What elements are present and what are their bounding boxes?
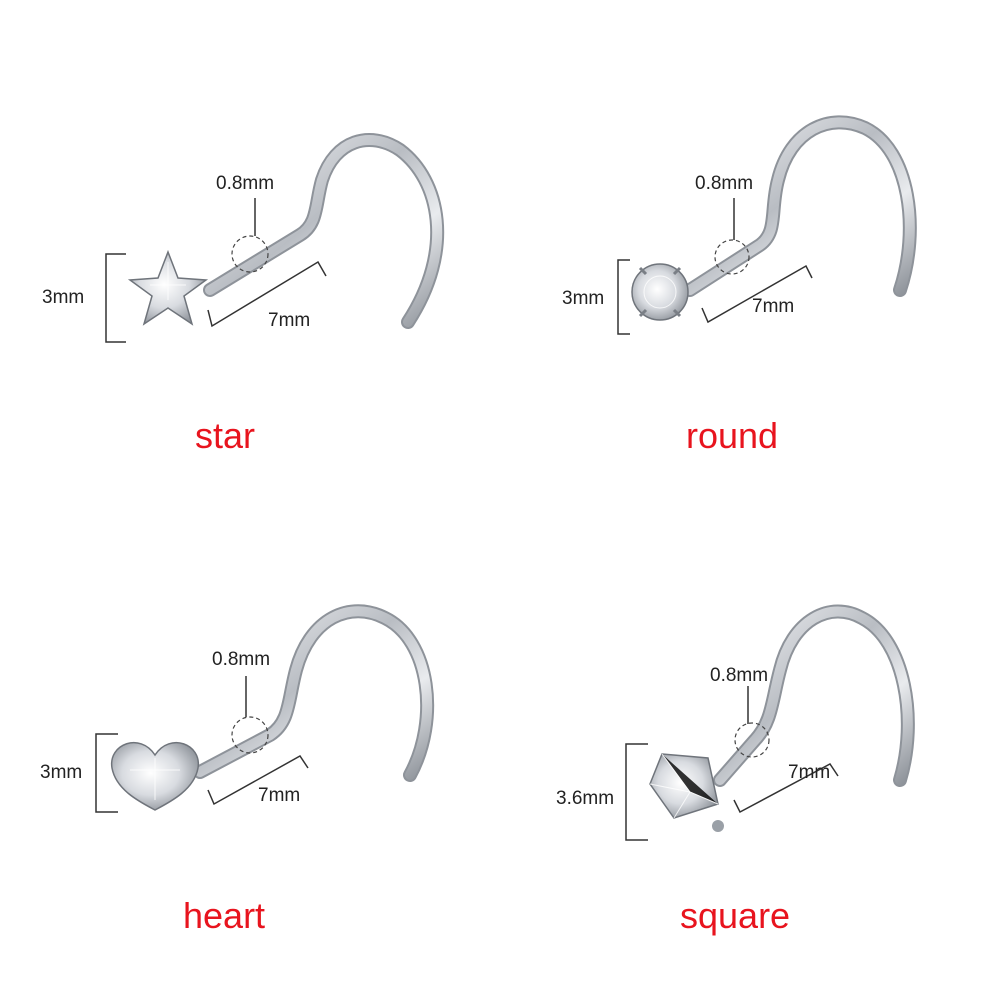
gauge-label: 0.8mm bbox=[216, 173, 275, 194]
height-label: 3mm bbox=[42, 287, 85, 308]
shape-label: round bbox=[686, 415, 779, 456]
length-label: 7mm bbox=[268, 310, 311, 331]
length-label: 7mm bbox=[788, 762, 831, 783]
gauge-label: 0.8mm bbox=[710, 665, 769, 686]
height-label: 3mm bbox=[562, 288, 605, 309]
shape-label: star bbox=[195, 415, 256, 456]
shape-label: heart bbox=[183, 895, 266, 936]
gauge-label: 0.8mm bbox=[695, 173, 754, 194]
panel-round: 0.8mm 3mm 7mm round bbox=[500, 0, 1000, 500]
panel-star: 0.8mm 3mm 7mm star bbox=[0, 0, 500, 500]
round-stud-illustration bbox=[617, 115, 917, 335]
height-label: 3mm bbox=[40, 762, 83, 783]
length-label: 7mm bbox=[258, 785, 301, 806]
panel-heart: 0.8mm 3mm 7mm heart bbox=[0, 500, 500, 1000]
heart-stud-illustration bbox=[95, 604, 435, 813]
gauge-label: 0.8mm bbox=[212, 649, 271, 670]
square-stud-illustration bbox=[625, 604, 915, 841]
star-stud-illustration bbox=[105, 133, 445, 343]
length-label: 7mm bbox=[752, 296, 795, 317]
height-label: 3.6mm bbox=[556, 788, 615, 809]
shape-label: square bbox=[680, 895, 791, 936]
panel-square: 0.8mm 3.6mm 7mm square bbox=[500, 500, 1000, 1000]
